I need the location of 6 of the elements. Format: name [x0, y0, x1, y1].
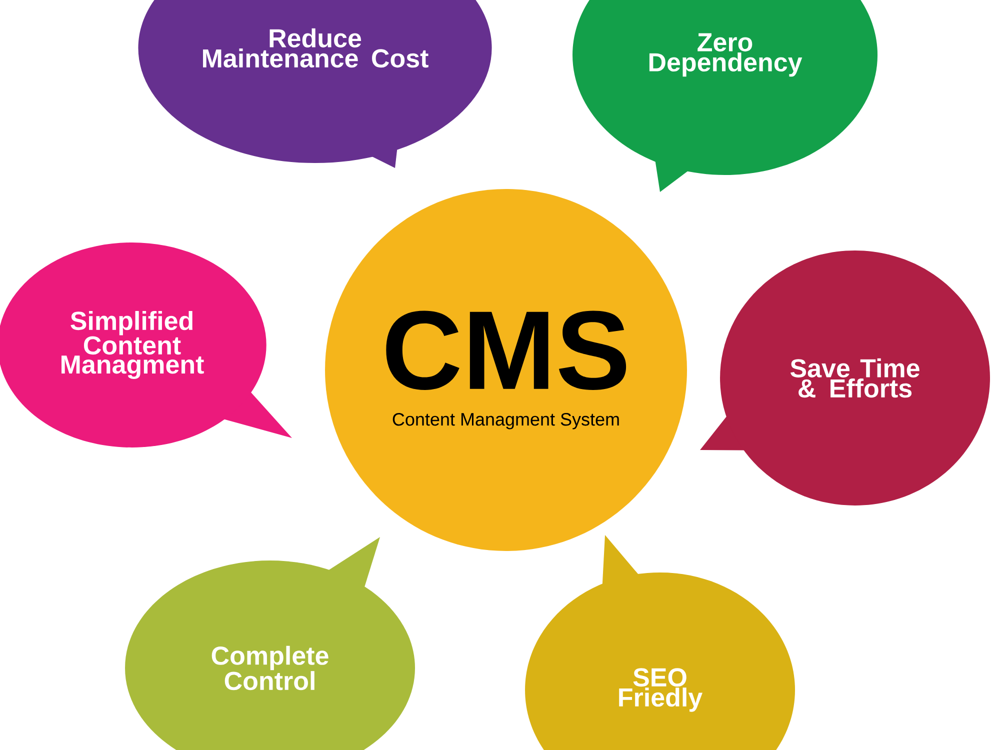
- speech-bubble: SEO Friedly: [525, 535, 795, 750]
- speech-bubble: Zero Dependency: [572, 0, 878, 192]
- speech-bubble: Simplified Content Managment: [0, 242, 292, 448]
- speech-bubble: Save Time & Efforts: [700, 250, 990, 506]
- speech-bubble: Reduce Maintenance Cost: [138, 0, 492, 168]
- speech-bubble: Complete Control: [125, 537, 415, 750]
